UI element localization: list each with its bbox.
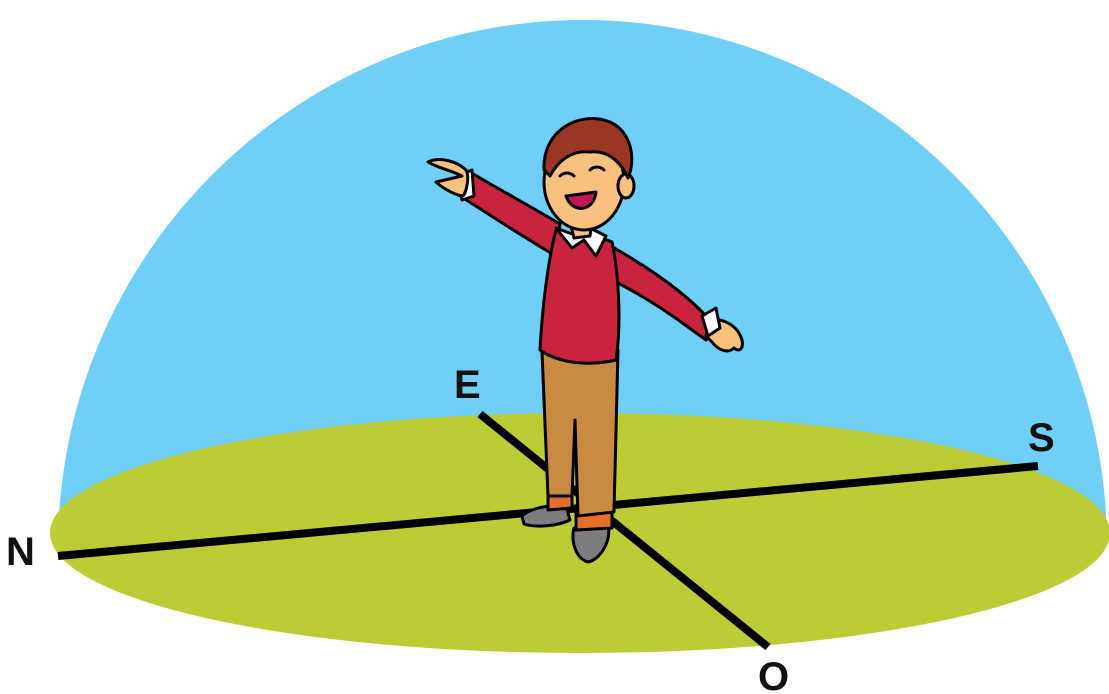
label-east: E <box>454 363 481 407</box>
label-south: S <box>1028 416 1055 460</box>
label-west: O <box>758 655 789 694</box>
label-north: N <box>6 530 35 574</box>
